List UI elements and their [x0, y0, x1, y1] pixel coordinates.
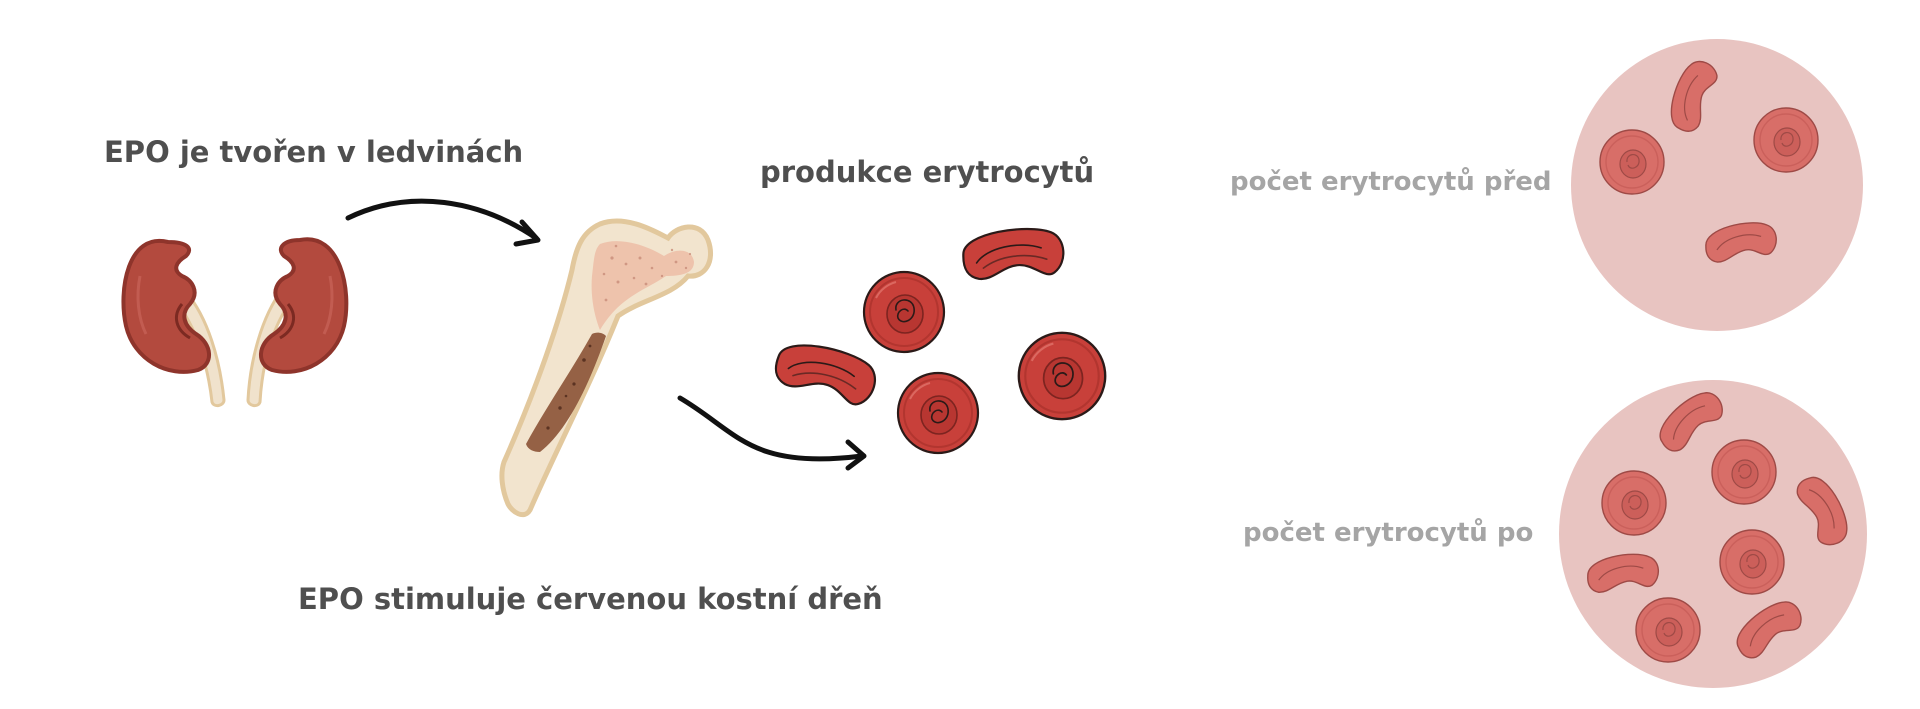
- smear-before: [1571, 39, 1863, 331]
- smear-cell-icon: [1753, 107, 1819, 173]
- red-blood-cell-icon: [959, 221, 1068, 287]
- red-blood-cell-icon: [862, 270, 946, 354]
- bone-icon: [499, 218, 713, 518]
- marrow-caption: EPO stimuluje červenou kostní dřeň: [298, 582, 883, 616]
- smear-cell-icon: [1635, 597, 1701, 663]
- production-caption: produkce erytrocytů: [760, 155, 1094, 189]
- arrow-bone-to-cells-icon: [677, 395, 867, 471]
- before-caption: počet erytrocytů před: [1230, 166, 1552, 197]
- kidneys-illustration: [121, 237, 349, 408]
- red-blood-cell-icon: [896, 371, 980, 455]
- bone-illustration: [499, 218, 713, 518]
- red-blood-cell-icon: [770, 337, 881, 409]
- smear-cell-icon: [1711, 439, 1777, 505]
- produced-cells-group: [770, 221, 1107, 455]
- arrow-kidney-to-bone-icon: [345, 198, 541, 247]
- smear-cell-icon: [1601, 470, 1667, 536]
- smear-cell-icon: [1719, 529, 1785, 595]
- kidney-caption: EPO je tvořen v ledvinách: [104, 135, 523, 169]
- right-kidney-icon: [259, 237, 349, 374]
- smear-cell-icon: [1599, 129, 1665, 195]
- red-blood-cell-icon: [1017, 331, 1107, 421]
- smear-after: [1559, 380, 1867, 688]
- after-caption: počet erytrocytů po: [1243, 517, 1533, 548]
- left-kidney-icon: [121, 238, 211, 374]
